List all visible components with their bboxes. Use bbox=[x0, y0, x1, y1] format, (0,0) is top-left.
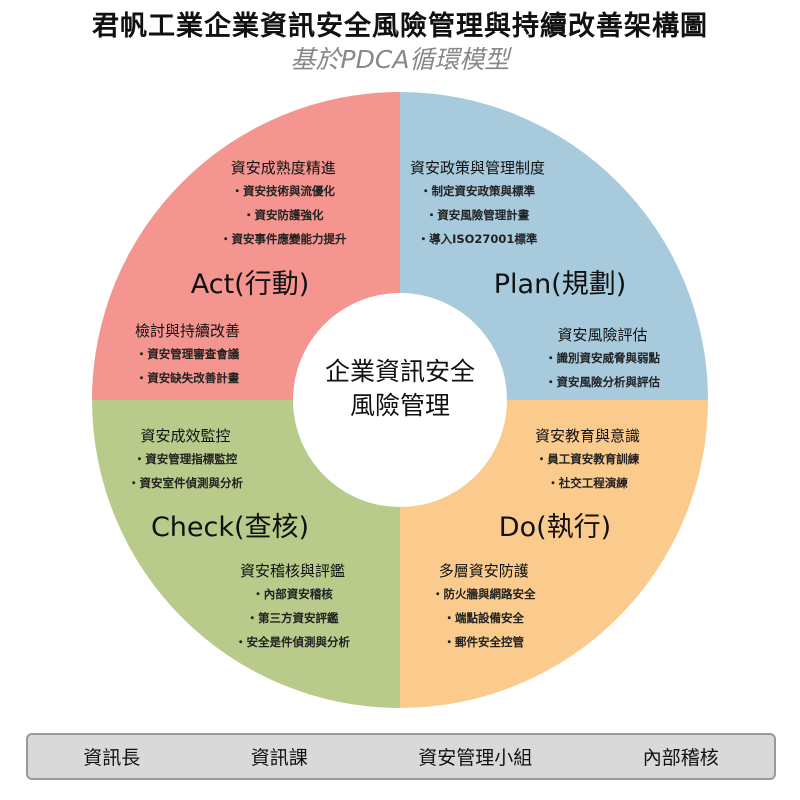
plan-group-0: 資安政策與管理制度・制定資安政策與標準・資安風險管理計畫・導入ISO27001標… bbox=[410, 157, 545, 251]
diagram-title: 君帆工業企業資訊安全風險管理與持續改善架構圖 bbox=[92, 11, 708, 42]
do-group-1: 多層資安防護・防火牆與網路安全・端點設備安全・郵件安全控管 bbox=[432, 560, 536, 654]
act-group-heading: 資安成熟度精進 bbox=[230, 159, 336, 177]
check-group-item: ・資安室件偵測與分析 bbox=[128, 476, 243, 490]
check-group-heading: 資安稽核與評鑑 bbox=[239, 562, 345, 580]
check-label: Check(查核) bbox=[150, 512, 310, 543]
plan-group-item: ・資安風險管理計畫 bbox=[425, 208, 530, 222]
act-group-item: ・資安管理審查會議 bbox=[135, 347, 240, 361]
do-group-0: 資安教育與意識・員工資安教育訓練・社交工程演練 bbox=[535, 425, 640, 495]
do-group-heading: 多層資安防護 bbox=[438, 562, 529, 580]
act-group-item: ・資安缺失改善計畫 bbox=[135, 371, 240, 385]
center-line-1: 企業資訊安全 bbox=[324, 357, 475, 386]
center-label: 企業資訊安全 風險管理 bbox=[293, 355, 507, 423]
do-group-item: ・員工資安教育訓練 bbox=[535, 452, 640, 466]
act-group-item: ・資安技術與流優化 bbox=[231, 184, 336, 198]
check-quadrant bbox=[92, 400, 400, 708]
act-label: Act(行動) bbox=[190, 269, 310, 300]
act-quadrant bbox=[92, 92, 400, 400]
act-group-item: ・資安防護強化 bbox=[243, 208, 324, 222]
do-group-item: ・郵件安全控管 bbox=[443, 635, 525, 649]
center-circle bbox=[293, 293, 507, 507]
act-group-heading: 檢討與持續改善 bbox=[135, 322, 241, 340]
center-line-2: 風險管理 bbox=[349, 391, 450, 420]
role-security-team: 資安管理小組 bbox=[418, 747, 533, 769]
do-group-heading: 資安教育與意識 bbox=[535, 427, 641, 445]
act-group-item: ・資安事件應變能力提升 bbox=[220, 232, 347, 246]
check-group-item: ・安全是件偵測與分析 bbox=[235, 635, 350, 649]
act-group-0: 資安成熟度精進・資安技術與流優化・資安防護強化・資安事件應變能力提升 bbox=[220, 157, 347, 251]
diagram-subtitle: 基於PDCA循環模型 bbox=[290, 45, 510, 74]
check-group-item: ・資安管理指標監控 bbox=[133, 452, 238, 466]
plan-group-item: ・制定資安政策與標準 bbox=[420, 184, 535, 198]
plan-group-item: ・資安風險分析與評估 bbox=[545, 375, 660, 389]
roles-bar: 資訊長 資訊課 資安管理小組 內部稽核 bbox=[26, 733, 776, 780]
plan-group-heading: 資安風險評估 bbox=[557, 326, 648, 344]
do-label: Do(執行) bbox=[498, 512, 612, 543]
plan-group-1: 資安風險評估・識別資安威脅與弱點・資安風險分析與評估 bbox=[545, 324, 660, 394]
role-cio: 資訊長 bbox=[83, 747, 141, 769]
check-group-heading: 資安成效監控 bbox=[140, 427, 231, 445]
do-group-item: ・社交工程演練 bbox=[547, 476, 628, 490]
do-quadrant bbox=[400, 400, 708, 708]
role-internal-audit: 內部稽核 bbox=[642, 747, 719, 769]
check-group-item: ・第三方資安評鑑 bbox=[246, 611, 339, 625]
plan-group-heading: 資安政策與管理制度 bbox=[410, 159, 546, 177]
do-group-item: ・端點設備安全 bbox=[443, 611, 525, 625]
plan-quadrant bbox=[400, 92, 708, 400]
check-group-1: 資安稽核與評鑑・內部資安稽核・第三方資安評鑑・安全是件偵測與分析 bbox=[235, 560, 350, 654]
do-group-item: ・防火牆與網路安全 bbox=[432, 587, 536, 601]
check-group-0: 資安成效監控・資安管理指標監控・資安室件偵測與分析 bbox=[128, 425, 243, 495]
act-group-1: 檢討與持續改善・資安管理審查會議・資安缺失改善計畫 bbox=[135, 320, 240, 390]
plan-group-item: ・識別資安威脅與弱點 bbox=[545, 351, 660, 365]
plan-group-item: ・導入ISO27001標準 bbox=[417, 232, 538, 246]
plan-label: Plan(規劃) bbox=[493, 269, 627, 300]
role-it-section: 資訊課 bbox=[250, 747, 308, 769]
check-group-item: ・內部資安稽核 bbox=[252, 587, 333, 601]
